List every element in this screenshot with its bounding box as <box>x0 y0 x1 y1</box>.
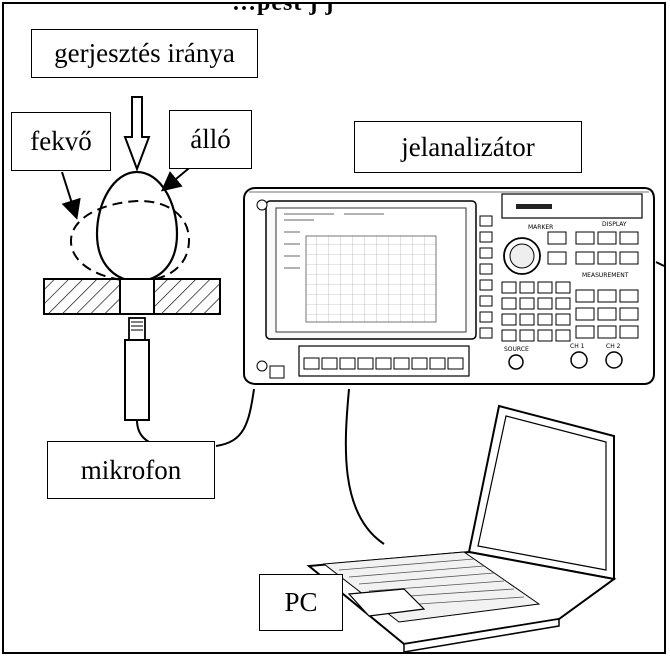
standing-egg-label: álló <box>169 110 252 169</box>
pc-cable <box>344 388 385 545</box>
lying-pointer <box>61 171 81 220</box>
pc-label: PC <box>259 574 343 631</box>
excitation-arrow <box>123 96 151 172</box>
egg-lying <box>69 199 191 283</box>
signal-analyzer: MARKER DISPLAY MEASUREMENT SOURCE CH 1 C… <box>243 187 664 385</box>
excitation-direction-label: gerjesztés iránya <box>31 29 258 78</box>
ch2-text: CH 2 <box>606 343 621 350</box>
measurement-setup-drawing: MARKER DISPLAY MEASUREMENT SOURCE CH 1 C… <box>43 96 664 652</box>
microphone-drawing <box>124 317 170 450</box>
cropped-caption: …pest j j <box>4 4 664 18</box>
mic-cable <box>215 388 255 447</box>
cropped-caption-text: …pest j j <box>232 4 334 17</box>
measurement-text: MEASUREMENT <box>582 272 629 279</box>
ch1-text: CH 1 <box>570 343 585 350</box>
source-text: SOURCE <box>504 346 529 353</box>
analyzer-label: jelanalizátor <box>354 121 582 173</box>
display-text: DISPLAY <box>602 221 627 228</box>
laptop-pc <box>306 404 617 652</box>
lying-egg-label: fekvő <box>11 112 111 171</box>
microphone-label: mikrofon <box>47 441 215 499</box>
marker-text: MARKER <box>528 224 553 231</box>
support-plate <box>43 278 221 315</box>
